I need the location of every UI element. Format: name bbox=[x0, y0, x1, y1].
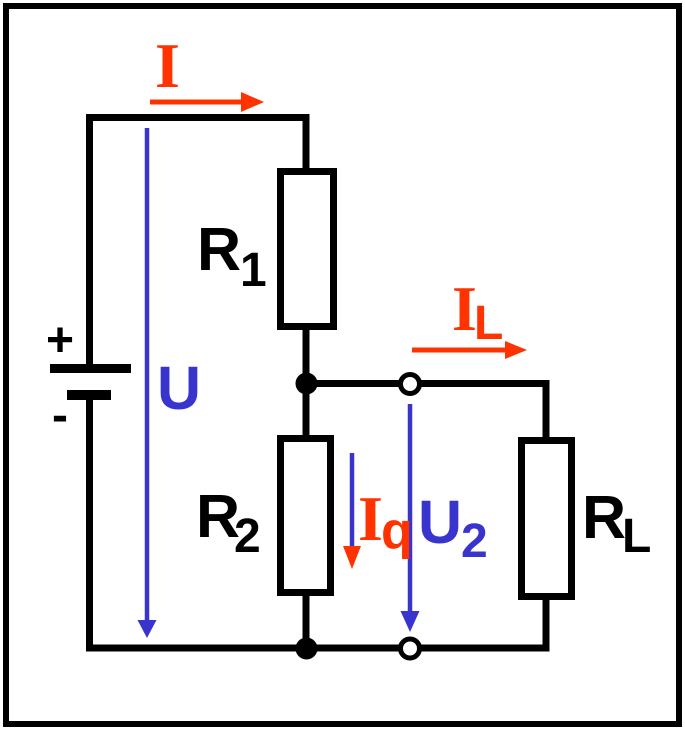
voltage-u-label: U bbox=[157, 354, 201, 422]
resistor-rl-box bbox=[518, 437, 575, 600]
resistor-r2-label-sub: 2 bbox=[234, 510, 261, 563]
resistor-r1-label-sub: 1 bbox=[240, 244, 267, 297]
terminal-circle-top bbox=[398, 372, 422, 396]
resistor-rl-label: R L bbox=[582, 483, 651, 563]
current-iq-arrowhead bbox=[343, 546, 361, 569]
current-il-arrowhead bbox=[505, 341, 527, 359]
current-i-arrowhead bbox=[241, 92, 264, 112]
voltage-u2-label-sub: 2 bbox=[461, 515, 488, 568]
current-i-arrow bbox=[150, 92, 264, 112]
voltage-u2-label-base: U bbox=[418, 488, 462, 556]
resistor-r2-label: R 2 bbox=[196, 482, 261, 563]
current-il-label-base: I bbox=[452, 273, 477, 344]
voltage-u2-arrowhead bbox=[400, 611, 420, 632]
current-iq-label-sub: q bbox=[381, 502, 413, 560]
outer-frame bbox=[3, 3, 682, 727]
current-iq-arrow bbox=[343, 453, 361, 569]
battery-negative-plate bbox=[67, 390, 111, 400]
resistor-r2-label-base: R bbox=[196, 482, 240, 550]
resistor-rl-label-sub: L bbox=[622, 510, 651, 563]
battery-positive-plate bbox=[50, 364, 131, 373]
current-iq-label-base: I bbox=[358, 483, 383, 554]
voltage-u2-arrow bbox=[400, 404, 420, 632]
battery-plus-label: + bbox=[46, 314, 74, 367]
resistor-r1-label: R 1 bbox=[197, 215, 267, 297]
current-i-label: I bbox=[155, 30, 180, 101]
terminal-circle-bottom bbox=[398, 636, 422, 661]
voltage-u-arrow bbox=[137, 128, 157, 638]
current-il-arrow bbox=[412, 341, 527, 359]
voltage-u-arrowhead bbox=[137, 620, 157, 638]
resistor-rl-label-base: R bbox=[582, 483, 626, 551]
current-iq-label: I q bbox=[358, 483, 413, 560]
current-il-label-sub: L bbox=[474, 297, 503, 350]
resistor-r1-box bbox=[277, 168, 337, 330]
voltage-u2-label: U 2 bbox=[418, 488, 488, 568]
current-il-label: I L bbox=[452, 273, 503, 350]
junction-dot-top bbox=[295, 372, 318, 395]
battery-icon: + - bbox=[46, 314, 131, 442]
resistor-r2-box bbox=[277, 435, 334, 596]
junction-dot-bottom bbox=[295, 637, 318, 660]
battery-minus-label: - bbox=[52, 389, 68, 442]
resistor-r1-label-base: R bbox=[197, 215, 241, 283]
